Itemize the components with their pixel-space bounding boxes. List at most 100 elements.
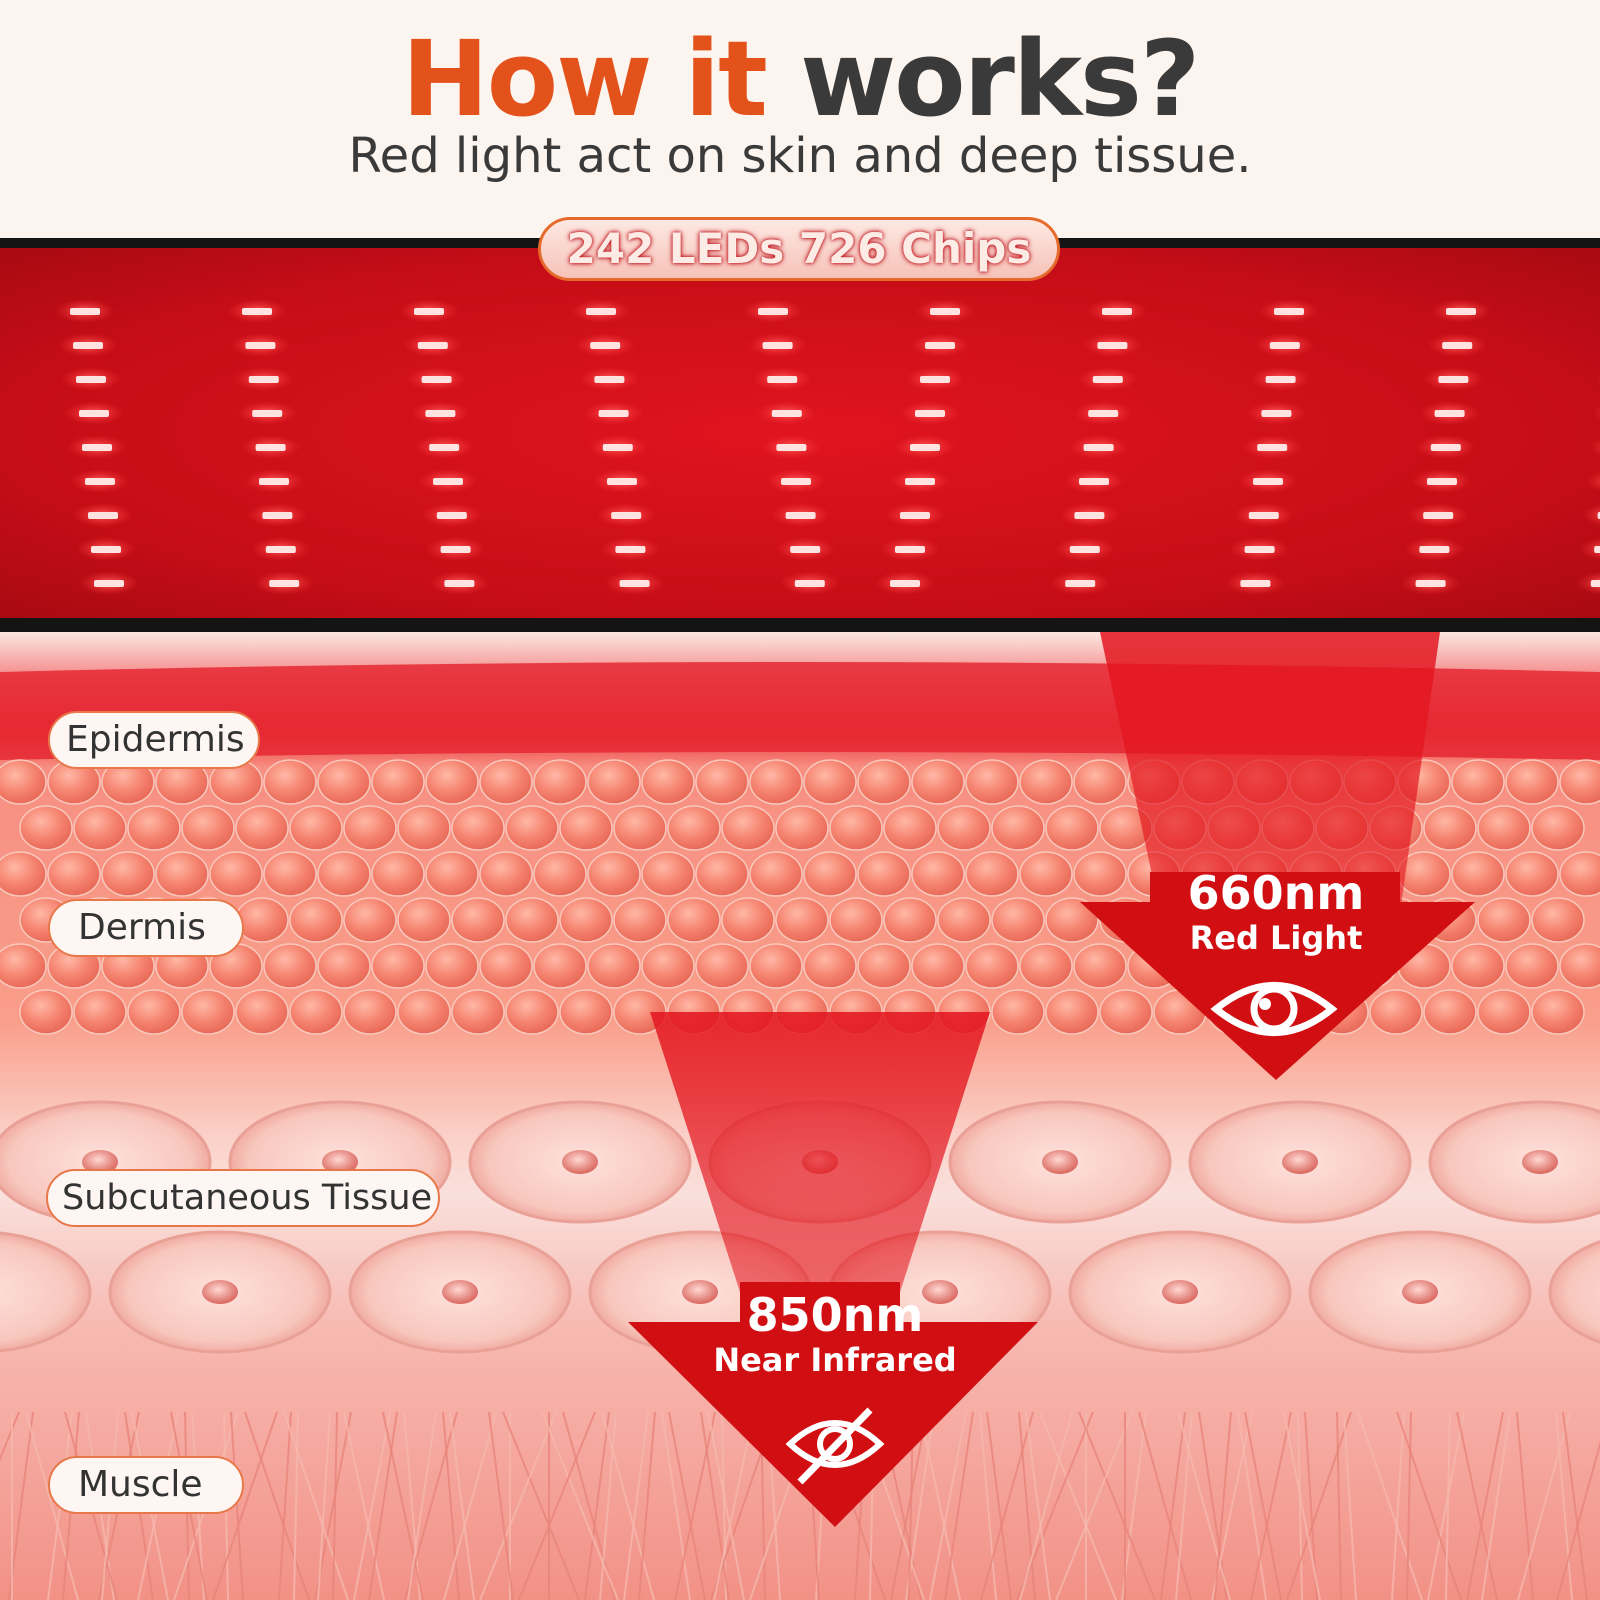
muscle-fiber bbox=[1517, 1411, 1571, 1600]
dermis-cell bbox=[883, 897, 937, 943]
dermis-cell bbox=[371, 759, 425, 805]
red-light-label: Red Light bbox=[1189, 918, 1363, 957]
dermis-cell bbox=[397, 805, 451, 851]
fat-cell-nucleus bbox=[322, 1150, 358, 1174]
dermis-cell bbox=[451, 989, 505, 1035]
muscle-fiber bbox=[343, 1411, 385, 1600]
led-chip bbox=[1419, 546, 1450, 553]
muscle-fiber bbox=[1175, 1411, 1193, 1600]
muscle-fiber bbox=[929, 1411, 967, 1600]
dermis-cell bbox=[505, 897, 559, 943]
skin-cross-section bbox=[0, 632, 1600, 1600]
dermis-cell bbox=[425, 759, 479, 805]
dermis-cell bbox=[263, 759, 317, 805]
dermis-cell bbox=[721, 897, 775, 943]
dermis-cell bbox=[1477, 989, 1531, 1035]
dermis-cell bbox=[127, 805, 181, 851]
dermis-cell bbox=[1559, 759, 1600, 805]
led-glow bbox=[1589, 437, 1600, 457]
muscle-fiber bbox=[1138, 1411, 1192, 1600]
dermis-cell bbox=[479, 943, 533, 989]
muscle-fiber bbox=[1297, 1411, 1303, 1600]
led-chip bbox=[1590, 580, 1600, 587]
led-chip bbox=[1240, 580, 1271, 587]
dermis-cell bbox=[911, 851, 965, 897]
dermis-cell bbox=[613, 897, 667, 943]
dermis-cell bbox=[559, 989, 613, 1035]
muscle-fiber bbox=[1336, 1411, 1342, 1600]
led-chip bbox=[1261, 410, 1292, 417]
dermis-cell bbox=[1073, 943, 1127, 989]
led-chip bbox=[255, 444, 286, 451]
dermis-cell bbox=[505, 805, 559, 851]
led-chip bbox=[1092, 376, 1123, 383]
dermis-cell bbox=[0, 851, 47, 897]
dermis-cell bbox=[1019, 759, 1073, 805]
muscle-fiber bbox=[1078, 1411, 1156, 1600]
led-chip bbox=[433, 478, 463, 485]
led-chip bbox=[436, 512, 467, 519]
dermis-cell bbox=[479, 759, 533, 805]
red-light-arrow bbox=[1080, 872, 1475, 1080]
muscle-fiber bbox=[317, 1411, 331, 1600]
muscle-fiber bbox=[1244, 1411, 1282, 1600]
dermis-cell bbox=[829, 897, 883, 943]
dermis-cell bbox=[209, 851, 263, 897]
led-chip bbox=[762, 342, 793, 349]
led-grid bbox=[55, 299, 1600, 595]
led-chip bbox=[444, 580, 475, 587]
dermis-cell bbox=[857, 759, 911, 805]
led-chip bbox=[245, 342, 276, 349]
dermis-cell bbox=[19, 989, 73, 1035]
led-chip bbox=[602, 444, 633, 451]
muscle-fiber bbox=[944, 1411, 974, 1600]
dermis-cell bbox=[19, 805, 73, 851]
infrared-wavelength: 850nm bbox=[746, 1288, 924, 1342]
led-chip bbox=[615, 546, 646, 553]
muscle-fiber bbox=[584, 1411, 610, 1600]
led-chip bbox=[586, 308, 616, 315]
muscle-fiber bbox=[1039, 1411, 1117, 1600]
dermis-cell bbox=[1531, 805, 1585, 851]
dermis-cell bbox=[721, 805, 775, 851]
muscle-fiber bbox=[442, 1411, 460, 1600]
dermis-cell bbox=[1369, 989, 1423, 1035]
led-chip bbox=[1597, 512, 1600, 519]
dermis-cell bbox=[911, 759, 965, 805]
dermis-cell bbox=[803, 851, 857, 897]
led-chip bbox=[1415, 580, 1446, 587]
layer-label-subcutaneous: Subcutaneous Tissue bbox=[46, 1169, 440, 1227]
muscle-fiber bbox=[407, 1411, 437, 1600]
dermis-cell bbox=[775, 805, 829, 851]
led-chip bbox=[248, 376, 279, 383]
dermis-cell bbox=[505, 989, 559, 1035]
led-chip bbox=[1244, 546, 1275, 553]
dermis-cell bbox=[533, 851, 587, 897]
dermis-cell bbox=[1559, 943, 1600, 989]
led-glow bbox=[1586, 470, 1600, 492]
led-chip bbox=[785, 512, 816, 519]
muscle-fiber bbox=[1555, 1411, 1573, 1600]
dermis-cell bbox=[1073, 851, 1127, 897]
muscle-fiber bbox=[1562, 1411, 1588, 1600]
dermis-cell bbox=[613, 805, 667, 851]
led-chip bbox=[1446, 308, 1476, 315]
dermis-cell bbox=[749, 851, 803, 897]
led-count-badge: 242 LEDs 726 Chips bbox=[538, 217, 1060, 281]
led-chip bbox=[611, 512, 642, 519]
led-panel-surface bbox=[0, 248, 1600, 618]
muscle-fiber bbox=[353, 1411, 391, 1600]
led-chip bbox=[771, 410, 802, 417]
dermis-cell bbox=[0, 759, 47, 805]
page-title: How it works? bbox=[0, 22, 1600, 136]
led-chip bbox=[91, 546, 121, 553]
dermis-cell bbox=[749, 943, 803, 989]
dermis-cell bbox=[181, 989, 235, 1035]
muscle-fiber bbox=[1019, 1411, 1073, 1600]
led-chip bbox=[930, 308, 960, 315]
muscle-fiber bbox=[488, 1411, 514, 1600]
muscle-fiber bbox=[700, 1411, 730, 1600]
dermis-cell bbox=[155, 851, 209, 897]
muscle-fiber bbox=[1343, 1411, 1357, 1600]
muscle-fiber bbox=[1466, 1411, 1504, 1600]
